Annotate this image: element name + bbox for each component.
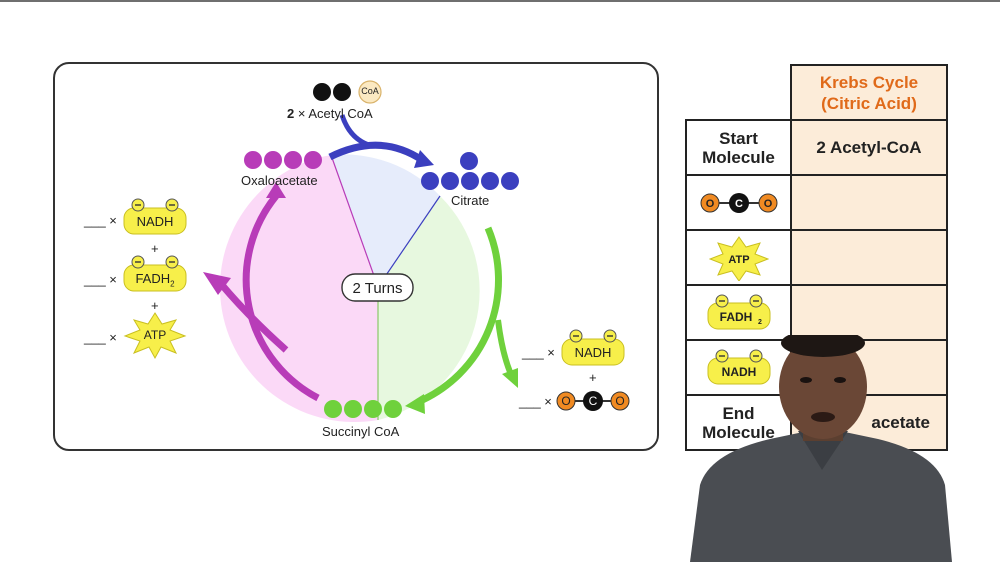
presenter-video — [690, 335, 952, 562]
citrate-molecule — [421, 152, 519, 190]
fadh2-row-label: FADH 2 — [685, 284, 792, 341]
left-atp-blank: ___ × — [84, 330, 117, 345]
succinyl-sector — [378, 196, 480, 420]
co2-c: C — [735, 198, 743, 210]
co2-row-value — [790, 174, 948, 231]
acetyl-name: Acetyl CoA — [308, 106, 373, 121]
acetyl-coa-molecule — [313, 80, 382, 104]
two-turns-badge — [341, 273, 414, 302]
fadh2-blob-icon: FADH 2 — [707, 294, 770, 329]
two-turns-label: 2 Turns — [352, 280, 403, 297]
co2-row-label: O C O — [685, 174, 792, 231]
fadh2-row-value — [790, 284, 948, 341]
acetyl-count: 2 — [287, 106, 295, 121]
coa-label: CoA — [361, 86, 379, 96]
co2-icon: O C O — [700, 192, 777, 213]
left-fadh2-label: FADH2 — [135, 271, 175, 289]
succinyl-coa-molecule — [324, 400, 402, 418]
acetyl-coa-label: 2 × Acetyl CoA — [287, 106, 373, 121]
start-molecule-label: Start Molecule — [685, 119, 792, 176]
presenter-head — [779, 335, 867, 439]
citrate-label: Citrate — [451, 193, 490, 208]
right-co2-molecule — [556, 391, 630, 411]
succinyl-coa-label: Succinyl CoA — [322, 424, 400, 439]
left-nadh-label: NADH — [136, 214, 174, 229]
right-co2-o1: O — [561, 394, 571, 408]
blue-cycle-arrow — [328, 141, 424, 163]
presenter-shirt — [690, 431, 952, 562]
citrate-sector — [331, 154, 440, 287]
green-cycle-arrow — [416, 226, 502, 406]
left-atp-star — [123, 312, 187, 360]
right-co2-blank: ___ × — [519, 394, 552, 409]
nadh-blob-icon: NADH — [707, 349, 770, 384]
co2-o-left: O — [705, 198, 714, 210]
nadh-text: NADH — [721, 365, 756, 379]
right-plus: + — [589, 370, 597, 385]
left-plus-1: + — [151, 241, 159, 256]
co2-o-right: O — [763, 198, 772, 210]
left-nadh-blob — [123, 198, 187, 235]
left-atp-label: ATP — [143, 328, 167, 342]
fadh2-text: FADH — [719, 310, 752, 324]
top-border-line — [0, 0, 1000, 2]
right-co2-o2: O — [615, 394, 625, 408]
left-fadh2-blob — [123, 255, 187, 292]
atp-row-value — [790, 229, 948, 286]
green-branch-arrow — [502, 368, 518, 388]
left-fadh2-blank: ___ × — [84, 272, 117, 287]
table-header: Krebs Cycle (Citric Acid) — [790, 64, 948, 121]
start-molecule-value: 2 Acetyl-CoA — [790, 119, 948, 176]
left-plus-2: + — [151, 298, 159, 313]
oxaloacetate-label: Oxaloacetate — [241, 173, 318, 188]
nadh-row-label: NADH — [685, 339, 792, 396]
atp-row-label: ATP — [685, 229, 792, 286]
right-co2-c: C — [588, 394, 598, 408]
magenta-branch-arrow — [203, 272, 231, 295]
acetyl-times: × — [297, 106, 306, 121]
right-nadh-label: NADH — [574, 345, 612, 360]
right-nadh-blank: ___ × — [522, 345, 555, 360]
atp-star-icon: ATP — [708, 235, 769, 281]
oxaloacetate-molecule — [244, 151, 322, 169]
magenta-cycle-arrow — [242, 193, 320, 402]
atp-text: ATP — [728, 254, 749, 266]
fadh2-sub: 2 — [758, 319, 762, 326]
right-nadh-blob — [561, 329, 625, 366]
left-nadh-blank: ___ × — [84, 213, 117, 228]
